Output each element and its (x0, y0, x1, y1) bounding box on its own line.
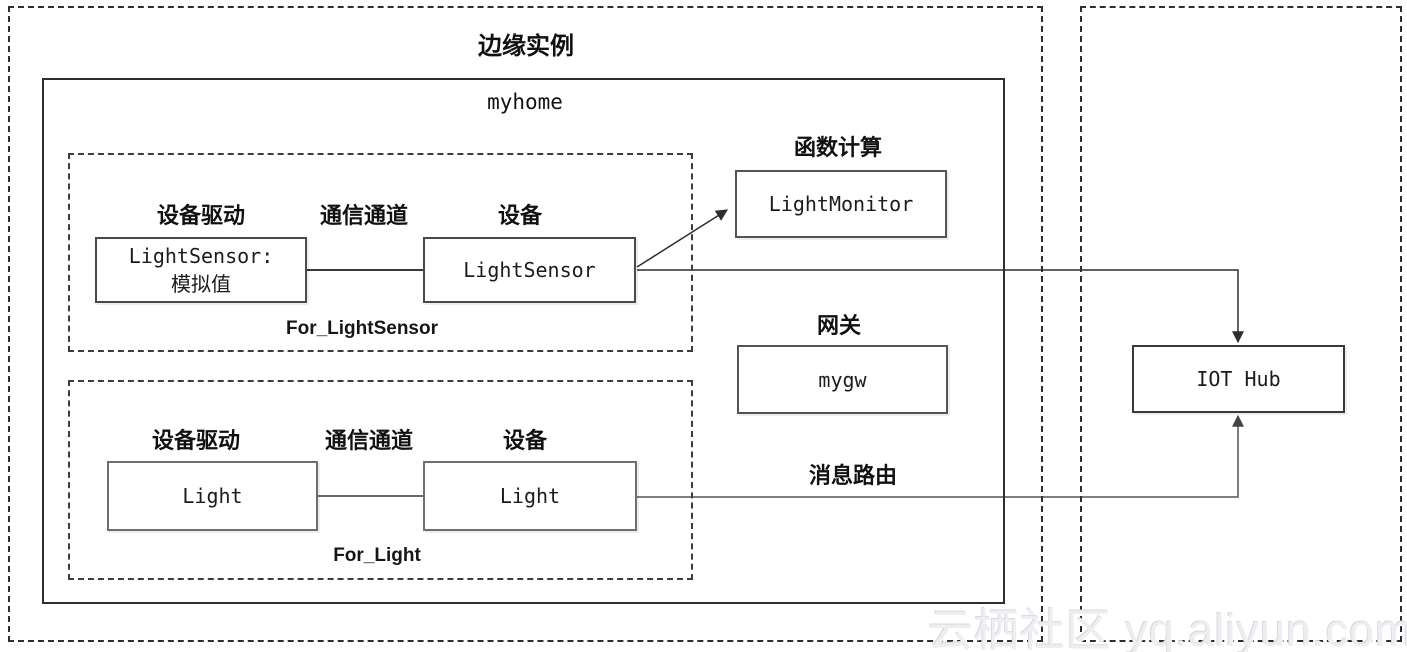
device-node-lightsensor-label: LightSensor (463, 258, 596, 282)
cloud-container (1080, 6, 1402, 642)
group1-device-header: 设备 (497, 204, 543, 229)
driver-node-lightsensor-line2: 模拟值 (171, 272, 231, 296)
group2-channel-header: 通信通道 (324, 429, 414, 454)
gateway-node-mygw-label: mygw (818, 367, 867, 392)
edge-instance-title: 边缘实例 (478, 32, 574, 60)
device-node-light-label: Light (499, 484, 561, 508)
group-for-lightsensor (68, 153, 693, 352)
driver-node-lightsensor: LightSensor: 模拟值 (95, 237, 307, 303)
device-node-lightsensor: LightSensor (423, 237, 636, 303)
iot-hub-node: IOT Hub (1132, 345, 1345, 413)
group2-device-header: 设备 (502, 429, 548, 454)
group2-driver-header: 设备驱动 (151, 429, 241, 454)
group1-name: For_LightSensor (285, 318, 439, 339)
group1-driver-header: 设备驱动 (156, 204, 246, 229)
group-for-light (68, 380, 693, 580)
function-compute-header: 函数计算 (793, 136, 883, 161)
function-node-lightmonitor-label: LightMonitor (768, 192, 914, 216)
group2-name: For_Light (333, 545, 421, 566)
driver-node-light-label: Light (182, 484, 243, 508)
function-node-lightmonitor: LightMonitor (735, 170, 947, 238)
myhome-title: myhome (487, 90, 563, 114)
message-route-header: 消息路由 (808, 464, 898, 489)
edge-instance-container (8, 6, 1043, 642)
driver-node-light: Light (107, 461, 318, 531)
myhome-container (42, 78, 1005, 604)
group1-channel-header: 通信通道 (319, 204, 409, 229)
gateway-node-mygw: mygw (737, 345, 948, 414)
gateway-header: 网关 (816, 314, 862, 339)
iot-hub-node-label: IOT Hub (1196, 367, 1281, 391)
device-node-light: Light (423, 461, 637, 531)
driver-node-lightsensor-line1: LightSensor: (128, 244, 274, 268)
watermark-text: 云栖社区 yq.aliyun.com (928, 605, 1407, 652)
